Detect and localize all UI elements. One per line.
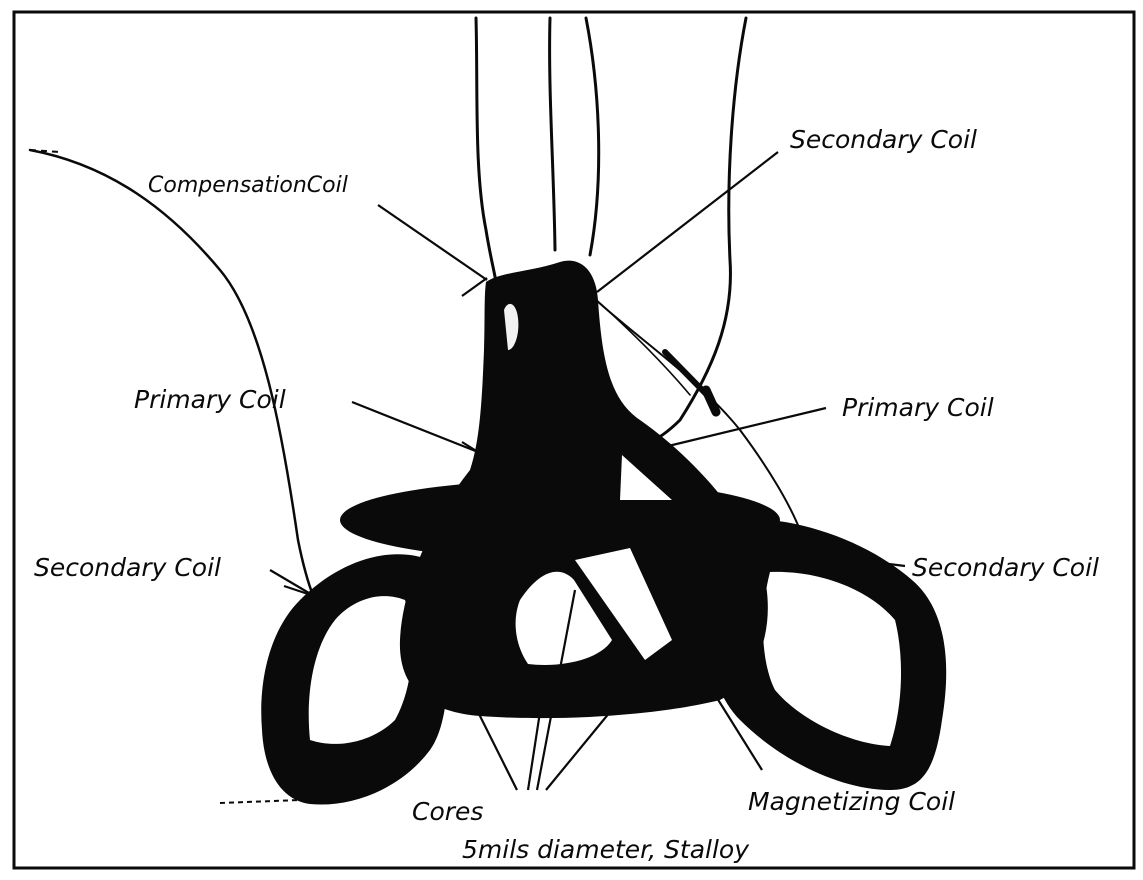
label-primary-coil-right: Primary Coil (842, 393, 994, 422)
label-secondary-coil-top: Secondary Coil (790, 125, 977, 154)
label-secondary-coil-right: Secondary Coil (912, 553, 1099, 582)
label-magnetizing-coil: Magnetizing Coil (748, 787, 955, 816)
label-secondary-coil-left: Secondary Coil (34, 553, 221, 582)
label-compensation-coil: CompensationCoil (148, 173, 348, 198)
label-primary-coil-left: Primary Coil (134, 385, 286, 414)
label-core-spec: 5mils diameter, Stalloy (462, 835, 750, 864)
wire-stubs (30, 150, 300, 803)
label-cores: Cores (412, 797, 483, 826)
